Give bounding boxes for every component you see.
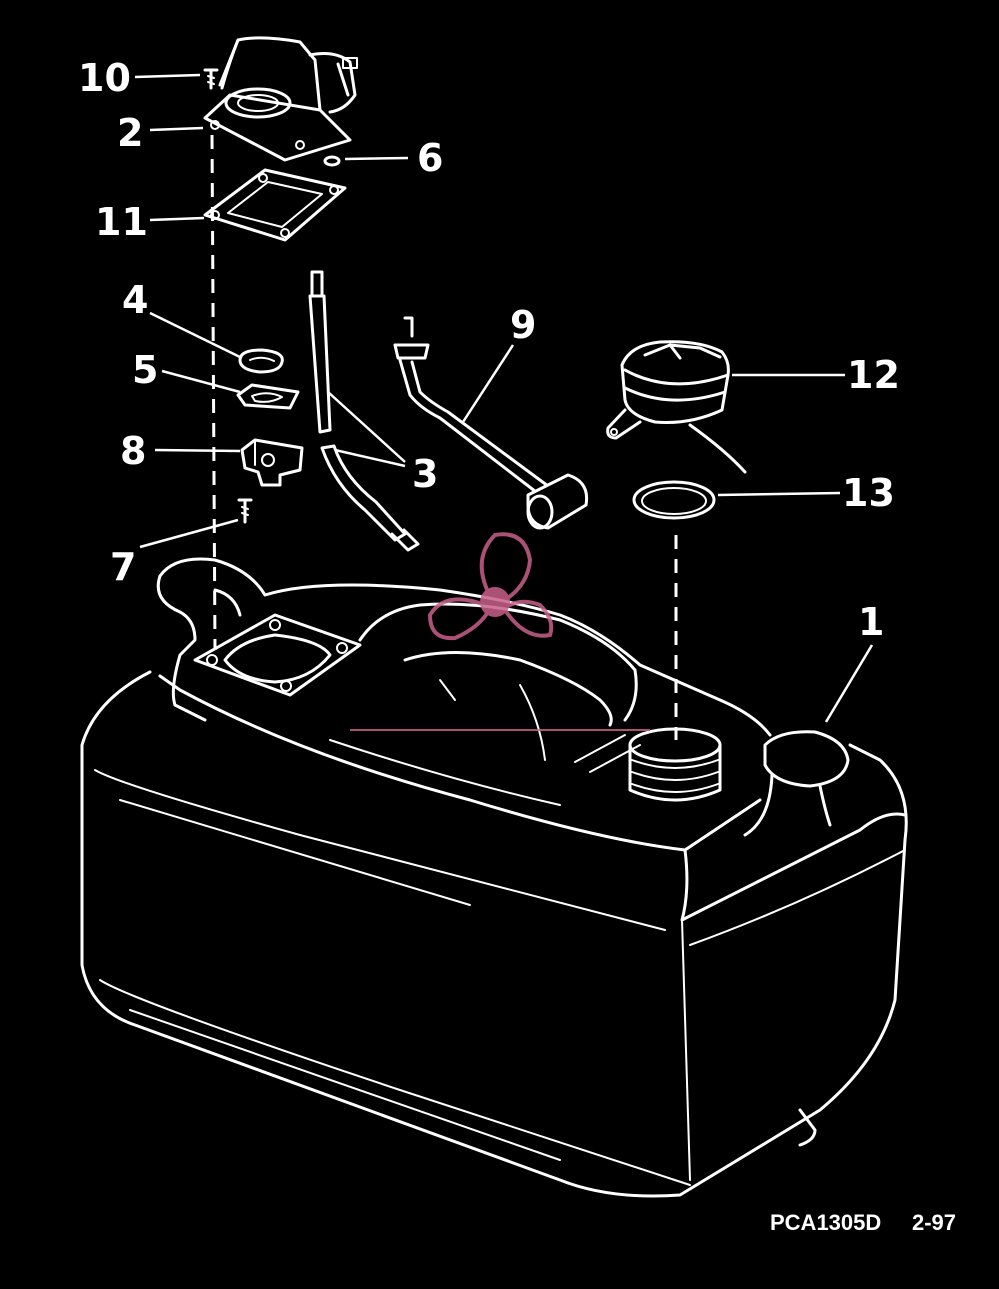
screw-part-7: [237, 498, 253, 524]
tank-vent-knob: [743, 730, 850, 837]
callout-3: 3: [412, 452, 438, 496]
gasket-part-11: [203, 168, 347, 242]
callout-10: 10: [78, 56, 131, 100]
drawing-code: PCA1305D: [770, 1210, 881, 1235]
leader-lines: [134, 73, 874, 723]
tank-mount-pad: [193, 613, 362, 697]
screw-part-10: [203, 68, 219, 90]
cap-gasket-part-13: [632, 480, 716, 520]
callout-8: 8: [120, 429, 146, 473]
tank-handle: [156, 557, 772, 761]
callout-1: 1: [858, 600, 884, 644]
callout-6: 6: [417, 136, 443, 180]
filler-cap-part-12: [606, 340, 747, 474]
pickup-tube-part-9: [393, 316, 589, 530]
callout-4: 4: [122, 278, 148, 322]
seal-part-4: [238, 348, 284, 374]
clamp-part-8: [240, 438, 304, 487]
callout-2: 2: [117, 111, 143, 155]
fuel-tank-part-1: [80, 670, 908, 1198]
assembly-centerline-left: [210, 134, 217, 651]
callout-7: 7: [110, 545, 136, 589]
date-code: 2-97: [912, 1210, 956, 1235]
callout-11: 11: [95, 200, 148, 244]
propeller-logo-icon: [350, 532, 650, 731]
fuel-pickup-housing-part-2: [203, 36, 358, 162]
callout-9: 9: [510, 303, 536, 347]
callout-13: 13: [842, 471, 895, 515]
callout-12: 12: [847, 353, 900, 397]
callout-5: 5: [132, 348, 158, 392]
o-ring-part-6: [323, 155, 341, 167]
seal-part-5: [236, 383, 300, 410]
fuel-hose-part-3: [308, 270, 420, 552]
